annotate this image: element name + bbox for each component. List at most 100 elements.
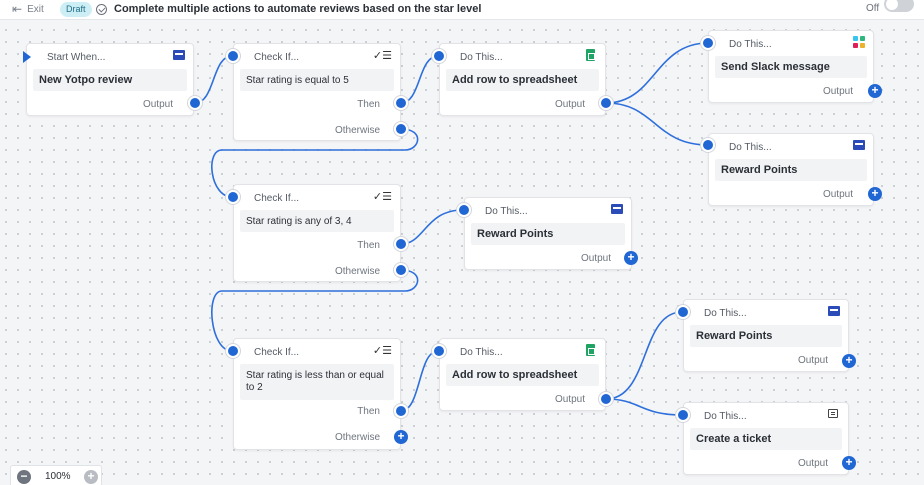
zoom-out-button[interactable]: − [17, 470, 31, 484]
output-label: Output [797, 355, 828, 366]
node-title: Create a ticket [690, 428, 842, 450]
node-header: Do This... [729, 142, 772, 153]
otherwise-label: Otherwise [334, 266, 380, 277]
otherwise-port[interactable] [394, 122, 408, 136]
action-node-spreadsheet-1[interactable]: Do This... Add row to spreadsheet Output [439, 43, 606, 116]
yotpo-app-icon [828, 306, 840, 316]
input-port[interactable] [226, 190, 240, 204]
top-bar: ⇤ Exit Draft Complete multiple actions t… [0, 0, 924, 20]
draft-badge: Draft [60, 2, 92, 17]
condition-text: Star rating is less than or equal to 2 [240, 364, 394, 400]
output-label: Output [822, 86, 853, 97]
output-label: Output [142, 99, 173, 110]
then-port[interactable] [394, 96, 408, 110]
yotpo-app-icon [853, 140, 865, 150]
node-header: Start When... [47, 52, 106, 63]
add-step-button[interactable]: + [868, 84, 882, 98]
node-title: Reward Points [471, 223, 625, 245]
link-sheet1-reward1 [605, 102, 709, 146]
yotpo-app-icon [173, 50, 185, 60]
output-label: Output [822, 189, 853, 200]
node-header: Do This... [704, 308, 747, 319]
node-title: New Yotpo review [33, 69, 187, 91]
add-step-button[interactable]: + [842, 456, 856, 470]
node-header: Do This... [460, 52, 503, 63]
node-title: Reward Points [690, 325, 842, 347]
action-node-reward-3[interactable]: Do This... Reward Points Output [683, 299, 849, 372]
node-title: Reward Points [715, 159, 867, 181]
action-node-spreadsheet-2[interactable]: Do This... Add row to spreadsheet Output [439, 338, 606, 411]
exit-arrow-icon: ⇤ [12, 2, 23, 16]
then-label: Then [357, 240, 380, 251]
add-step-button[interactable]: + [842, 354, 856, 368]
trigger-node[interactable]: Start When... New Yotpo review Output [23, 43, 194, 116]
check-circle-icon [96, 4, 107, 15]
output-port[interactable] [188, 96, 202, 110]
node-title: Send Slack message [715, 56, 867, 78]
google-sheets-icon [586, 344, 595, 356]
action-node-reward-2[interactable]: Do This... Reward Points Output [464, 197, 632, 270]
link-sheet1-slack [605, 42, 709, 104]
condition-text: Star rating is any of 3, 4 [240, 210, 394, 232]
checklist-icon: ✓☰ [372, 344, 392, 357]
checklist-icon: ✓☰ [372, 190, 392, 203]
action-node-reward-1[interactable]: Do This... Reward Points Output [708, 133, 874, 206]
node-header: Do This... [460, 347, 503, 358]
add-step-button[interactable]: + [868, 187, 882, 201]
exit-label: Exit [27, 3, 44, 15]
toggle-label: Off [866, 3, 880, 14]
node-header: Check If... [254, 193, 300, 204]
then-port[interactable] [394, 404, 408, 418]
input-port[interactable] [701, 36, 715, 50]
link-check3-sheet2 [400, 350, 439, 412]
then-port[interactable] [394, 237, 408, 251]
input-port[interactable] [226, 344, 240, 358]
add-step-button[interactable]: + [624, 251, 638, 265]
slack-icon [853, 36, 865, 48]
input-port[interactable] [226, 49, 240, 63]
link-trigger-check1 [194, 55, 233, 104]
input-port[interactable] [676, 305, 690, 319]
input-port[interactable] [676, 408, 690, 422]
then-label: Then [357, 99, 380, 110]
condition-node-3[interactable]: Check If... ✓☰ Star rating is less than … [233, 338, 401, 450]
output-label: Output [554, 99, 585, 110]
condition-node-2[interactable]: Check If... ✓☰ Star rating is any of 3, … [233, 184, 401, 282]
link-check1-sheet1 [400, 55, 439, 104]
condition-node-1[interactable]: Check If... ✓☰ Star rating is equal to 5… [233, 43, 401, 141]
ticket-icon [828, 409, 838, 418]
node-header: Do This... [485, 206, 528, 217]
node-title: Add row to spreadsheet [446, 364, 599, 386]
workflow-title[interactable]: Complete multiple actions to automate re… [114, 3, 482, 15]
input-port[interactable] [457, 203, 471, 217]
link-sheet2-reward3 [605, 311, 683, 400]
add-otherwise-step-button[interactable]: + [394, 430, 408, 444]
link-check1-check2 [211, 128, 419, 198]
node-header: Check If... [254, 347, 300, 358]
input-port[interactable] [701, 138, 715, 152]
node-header: Do This... [729, 39, 772, 50]
condition-text: Star rating is equal to 5 [240, 69, 394, 91]
action-node-slack[interactable]: Do This... Send Slack message Output [708, 30, 874, 103]
action-node-ticket[interactable]: Do This... Create a ticket Output [683, 402, 849, 475]
activation-toggle[interactable] [884, 0, 914, 12]
otherwise-port[interactable] [394, 263, 408, 277]
exit-button[interactable]: ⇤ Exit [12, 3, 44, 15]
then-label: Then [357, 406, 380, 417]
node-header: Check If... [254, 52, 300, 63]
zoom-controls: − 100% + [10, 465, 102, 485]
node-title: Add row to spreadsheet [446, 69, 599, 91]
input-port[interactable] [432, 344, 446, 358]
zoom-in-button[interactable]: + [84, 470, 98, 484]
link-check2-reward2 [400, 209, 464, 245]
checklist-icon: ✓☰ [372, 49, 392, 62]
input-port[interactable] [432, 49, 446, 63]
start-flag-icon [23, 51, 31, 63]
yotpo-app-icon [611, 204, 623, 214]
output-port[interactable] [599, 392, 613, 406]
output-port[interactable] [599, 96, 613, 110]
otherwise-label: Otherwise [334, 125, 380, 136]
google-sheets-icon [586, 49, 595, 61]
node-header: Do This... [704, 411, 747, 422]
link-sheet2-ticket [605, 398, 683, 416]
